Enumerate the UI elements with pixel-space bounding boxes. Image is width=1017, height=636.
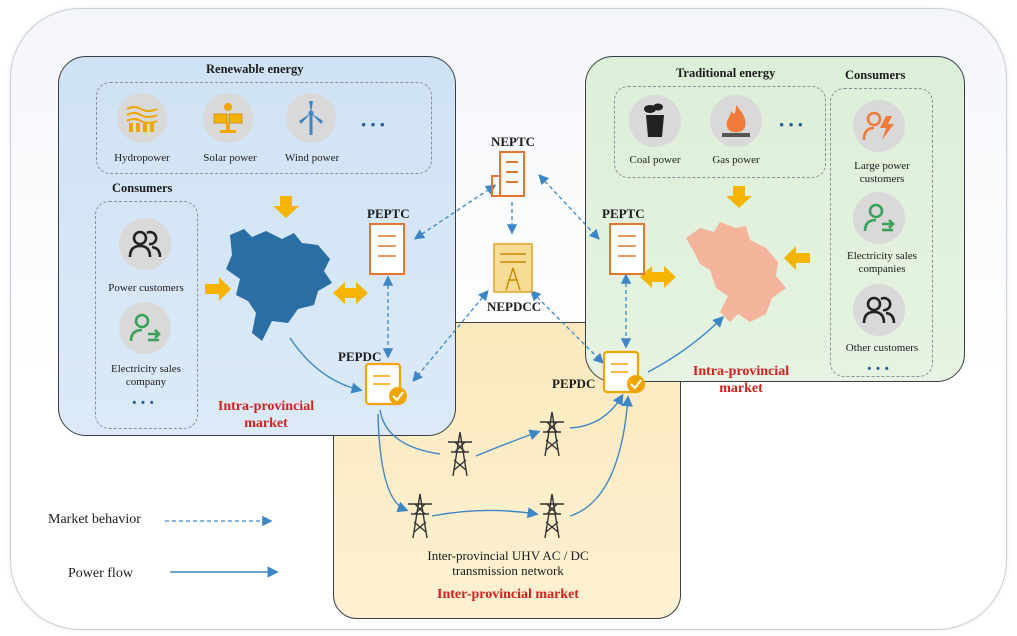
large-power-customers-label: Large power customers <box>854 160 910 185</box>
more-traditional-ellipsis: ··· <box>778 112 807 137</box>
right-consumers-box <box>830 88 933 377</box>
renewable-sources-box <box>96 82 432 174</box>
gas-power-label: Gas power <box>712 154 760 166</box>
jiangsu-province-map <box>680 218 790 331</box>
nepdcc-label: NEPDCC <box>487 299 542 314</box>
hydropower-icon <box>117 93 167 143</box>
customers-icon <box>119 218 171 270</box>
electricity-sales-companies-label: Electricity sales companies <box>847 250 917 275</box>
more-right-consumers-ellipsis: ··· <box>866 358 893 380</box>
sichuan-province-map <box>222 225 334 350</box>
legend-power-flow-label: Power flow <box>68 566 133 581</box>
sales-company-icon <box>853 192 905 244</box>
more-consumers-ellipsis: ··· <box>131 392 158 414</box>
traditional-sources-box <box>614 86 826 178</box>
right-consumers-title: Consumers <box>845 68 906 82</box>
left-consumers-title: Consumers <box>112 181 173 195</box>
transmission-network-label: Inter-provincial UHV AC / DC transmissio… <box>427 548 589 578</box>
neptc-label: NEPTC <box>491 134 536 149</box>
peptc-right-label: PEPTC <box>602 206 645 221</box>
wind-power-label: Wind power <box>284 152 340 164</box>
intra-provincial-market-left: Intra-provincial market <box>217 399 315 431</box>
hydropower-label: Hydropower <box>114 152 170 164</box>
solar-panel-icon <box>203 93 253 143</box>
legend-market-behavior-label: Market behavior <box>48 512 141 527</box>
left-consumers-box <box>95 201 198 429</box>
other-customers-label: Other customers <box>845 342 919 354</box>
inter-provincial-market-label: Inter-provincial market <box>437 587 579 602</box>
coal-power-label: Coal power <box>629 154 681 166</box>
gas-flame-icon <box>710 95 762 147</box>
electricity-sales-company-label: Electricity sales company <box>111 363 181 388</box>
wind-turbine-icon <box>286 93 336 143</box>
power-customers-label: Power customers <box>108 282 184 294</box>
traditional-energy-title: Traditional energy <box>676 66 776 80</box>
peptc-left-label: PEPTC <box>367 206 410 221</box>
renewable-energy-title: Renewable energy <box>206 62 304 76</box>
intra-provincial-market-right: Intra-provincial market <box>692 364 790 396</box>
coal-plant-icon <box>629 95 681 147</box>
power-customer-icon <box>853 100 905 152</box>
more-sources-ellipsis: ··· <box>360 112 389 137</box>
pepdc-left-label: PEPDC <box>338 349 382 364</box>
sales-company-icon <box>119 302 171 354</box>
pepdc-right-label: PEPDC <box>552 376 596 391</box>
customers-icon <box>853 284 905 336</box>
solar-power-label: Solar power <box>203 152 257 164</box>
